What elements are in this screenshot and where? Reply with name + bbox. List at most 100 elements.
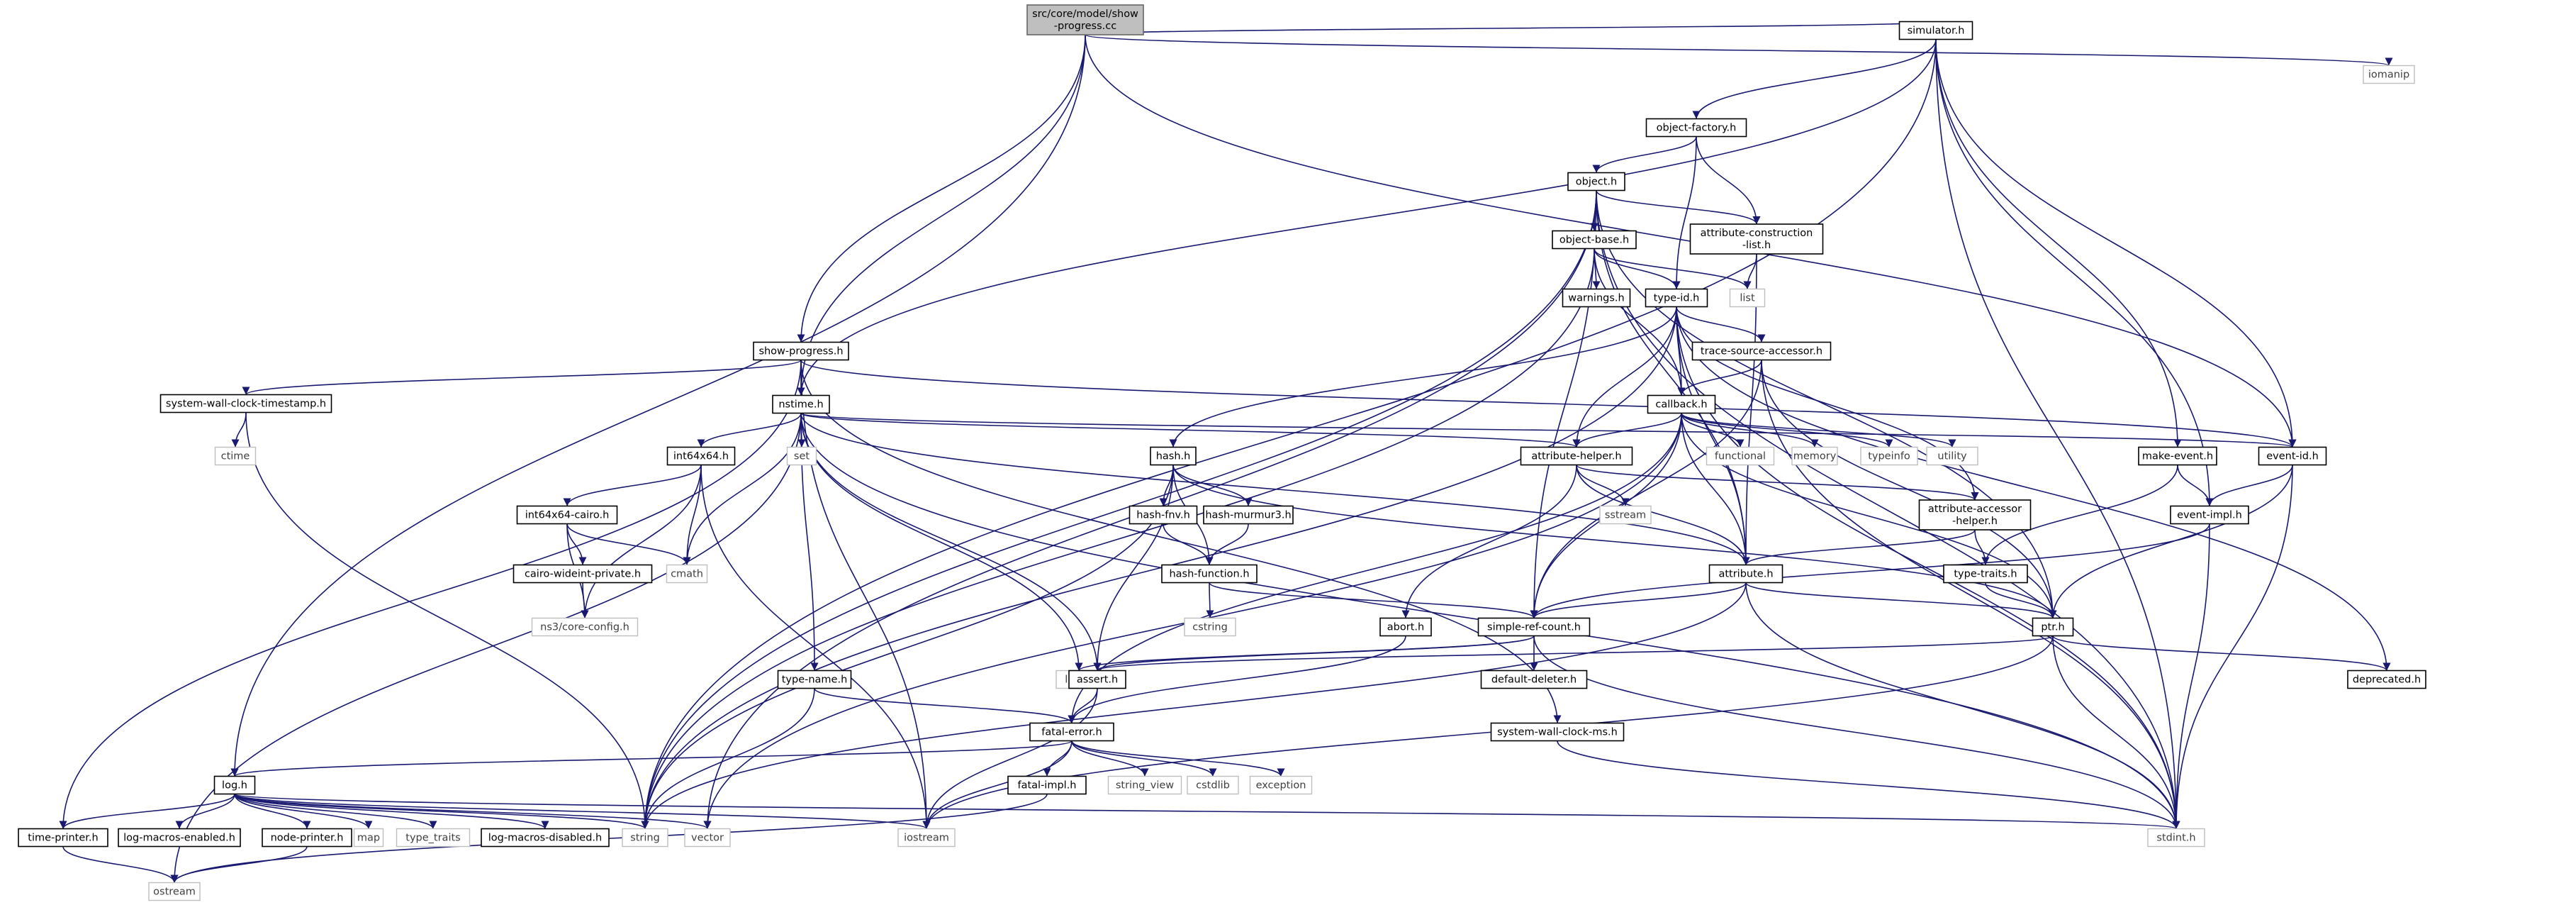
edge-callback-to-attribute [1681, 413, 1750, 565]
node-fatal-error[interactable]: fatal-error.h [1029, 722, 1114, 742]
node-simple-ref-count[interactable]: simple-ref-count.h [1477, 617, 1591, 637]
node-hash-fnv[interactable]: hash-fnv.h [1129, 505, 1198, 525]
node-trace-source[interactable]: trace-source-accessor.h [1691, 341, 1832, 361]
node-abort[interactable]: abort.h [1379, 617, 1432, 637]
node-label: int64x64.h [673, 451, 729, 462]
node-log-macros-enabled[interactable]: log-macros-enabled.h [118, 828, 241, 848]
node-object[interactable]: object.h [1567, 172, 1625, 191]
node-label: log-macros-disabled.h [488, 833, 602, 844]
node-label: show-progress.h [758, 346, 843, 357]
edge-type-id-to-attribute [1676, 306, 1750, 565]
node-box [18, 828, 108, 848]
node-sys-clock-ms[interactable]: system-wall-clock-ms.h [1490, 722, 1625, 742]
node-box [666, 446, 736, 466]
node-int64x64[interactable]: int64x64.h [666, 446, 736, 466]
edge-attribute-to-simple-ref-count [1530, 582, 1747, 618]
node-label: vector [691, 833, 724, 844]
edge-fatal-error-to-iostream [922, 740, 1073, 829]
node-box [516, 505, 618, 525]
node-attribute-helper[interactable]: attribute-helper.h [1520, 446, 1633, 466]
node-box [1477, 617, 1591, 637]
node-deprecated[interactable]: deprecated.h [2347, 670, 2426, 689]
node-label: event-impl.h [2177, 510, 2242, 521]
node-simulator[interactable]: simulator.h [1898, 21, 1973, 40]
node-root[interactable]: src/core/model/show-progress.cc [1026, 4, 1144, 35]
node-assert[interactable]: assert.h [1068, 670, 1126, 689]
node-sys-timestamp[interactable]: system-wall-clock-timestamp.h [159, 394, 332, 413]
node-label: hash-fnv.h [1136, 510, 1190, 521]
node-time-printer[interactable]: time-printer.h [18, 828, 108, 848]
node-make-event[interactable]: make-event.h [2138, 446, 2217, 466]
node-object-base[interactable]: object-base.h [1552, 230, 1637, 250]
node-type-name[interactable]: type-name.h [777, 670, 852, 689]
node-label: iomanip [2368, 70, 2409, 81]
node-label: int64x64-cairo.h [525, 510, 610, 521]
node-nstime[interactable]: nstime.h [772, 394, 830, 414]
node-type-id[interactable]: type-id.h [1645, 288, 1708, 308]
node-attribute[interactable]: attribute.h [1708, 564, 1783, 584]
edge-callback-to-attribute-helper [1572, 413, 1682, 448]
edge-fatal-error-to-cstdlib [1071, 740, 1217, 777]
edge-log-to-log-macros-disabled [234, 793, 549, 830]
node-label: stdint.h [2156, 833, 2195, 844]
node-box [2138, 446, 2217, 466]
node-int64x64-cairo[interactable]: int64x64-cairo.h [516, 505, 618, 525]
node-type-traits[interactable]: type-traits.h [1943, 564, 2028, 584]
node-box [1520, 446, 1633, 466]
node-memory: memory [1791, 446, 1838, 466]
node-attr-construction[interactable]: attribute-construction-list.h [1689, 223, 1824, 255]
node-fatal-impl[interactable]: fatal-impl.h [1007, 775, 1087, 795]
node-typeinfo: typeinfo [1860, 446, 1918, 466]
node-label: system-wall-clock-ms.h [1497, 727, 1618, 738]
node-hash[interactable]: hash.h [1150, 446, 1197, 466]
node-box [622, 828, 668, 848]
node-show-progress[interactable]: show-progress.h [753, 341, 849, 361]
node-box [2258, 446, 2327, 466]
node-string_view: string_view [1107, 775, 1182, 795]
node-box [1599, 505, 1652, 525]
node-default-deleter[interactable]: default-deleter.h [1480, 670, 1588, 689]
node-box [1249, 775, 1313, 795]
node-hash-function[interactable]: hash-function.h [1161, 564, 1258, 584]
node-log[interactable]: log.h [213, 775, 256, 795]
node-attr-accessor[interactable]: attribute-accessor-helper.h [1918, 499, 2032, 531]
edge-nstime-to-ostream [170, 413, 802, 883]
node-label: ptr.h [2041, 622, 2064, 633]
node-warnings[interactable]: warnings.h [1562, 288, 1631, 308]
node-label: log.h [222, 780, 247, 792]
node-cmath: cmath [666, 564, 708, 584]
node-box [1689, 223, 1824, 255]
node-hash-murmur3[interactable]: hash-murmur3.h [1203, 505, 1294, 525]
node-callback[interactable]: callback.h [1647, 394, 1716, 414]
node-box [262, 828, 352, 848]
node-object-factory[interactable]: object-factory.h [1645, 118, 1747, 138]
node-label: system-wall-clock-timestamp.h [166, 399, 326, 410]
node-cairo-wideint[interactable]: cairo-wideint-private.h [513, 564, 653, 584]
edge-root-to-event-id [1085, 34, 2297, 448]
node-label: hash.h [1156, 451, 1191, 462]
edge-cairo-wideint-to-core-config [581, 582, 589, 618]
node-box [1706, 446, 1775, 466]
edge-log-to-time-printer [59, 794, 235, 829]
edge-callback-to-ptr [1681, 413, 2057, 618]
node-box [531, 617, 639, 637]
node-label: simulator.h [1908, 26, 1965, 37]
node-event-impl[interactable]: event-impl.h [2170, 505, 2249, 525]
node-label: ostream [153, 887, 196, 898]
node-label: attribute-helper.h [1531, 451, 1621, 462]
edge-show-progress-to-time-printer [59, 360, 802, 829]
node-label: hash-function.h [1169, 569, 1249, 580]
node-ptr[interactable]: ptr.h [2032, 617, 2074, 637]
edge-sys-clock-ms-to-stdint [1557, 740, 2180, 829]
edge-simulator-to-stdint [1935, 39, 2180, 829]
node-node-printer[interactable]: node-printer.h [262, 828, 352, 848]
node-label: type-traits.h [1954, 569, 2017, 580]
edge-trace-source-to-simple-ref-count [1530, 360, 1762, 618]
node-log-macros-disabled[interactable]: log-macros-disabled.h [481, 828, 610, 848]
node-label: ns3/core-config.h [540, 622, 629, 633]
node-box [897, 828, 956, 848]
node-label: nstime.h [778, 399, 823, 411]
node-iostream: iostream [897, 828, 956, 848]
edge-attribute-helper-to-attribute [1576, 465, 1750, 565]
node-event-id[interactable]: event-id.h [2258, 446, 2327, 466]
